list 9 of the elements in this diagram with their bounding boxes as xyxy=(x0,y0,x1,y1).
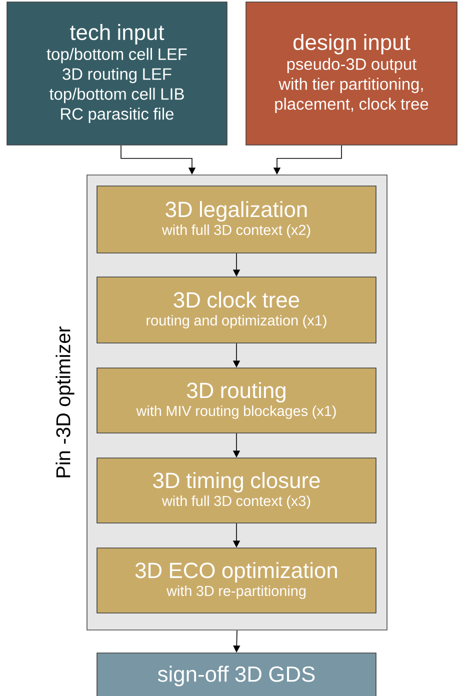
output-box: sign-off 3D GDS xyxy=(96,652,376,696)
step-box: 3D legalization with full 3D context (x2) xyxy=(96,186,376,254)
panel-title: Pin -3D optimizer xyxy=(56,326,74,478)
step-box: 3D routing with MIV routing blockages (x1) xyxy=(96,368,376,434)
step-box: 3D timing closure with full 3D context (x3) xyxy=(96,458,376,524)
step-box: 3D ECO optimization with 3D re-partitioning xyxy=(96,548,376,614)
input-box: tech input top/bottom cell LEF 3D routing LEF top/bottom cell LIB RC parasitic file xyxy=(6,2,228,146)
input-box: design input pseudo-3D output with tier partitioning, placement, clock tree xyxy=(246,2,458,146)
step-box: 3D clock tree routing and optimization (x1) xyxy=(96,276,376,344)
